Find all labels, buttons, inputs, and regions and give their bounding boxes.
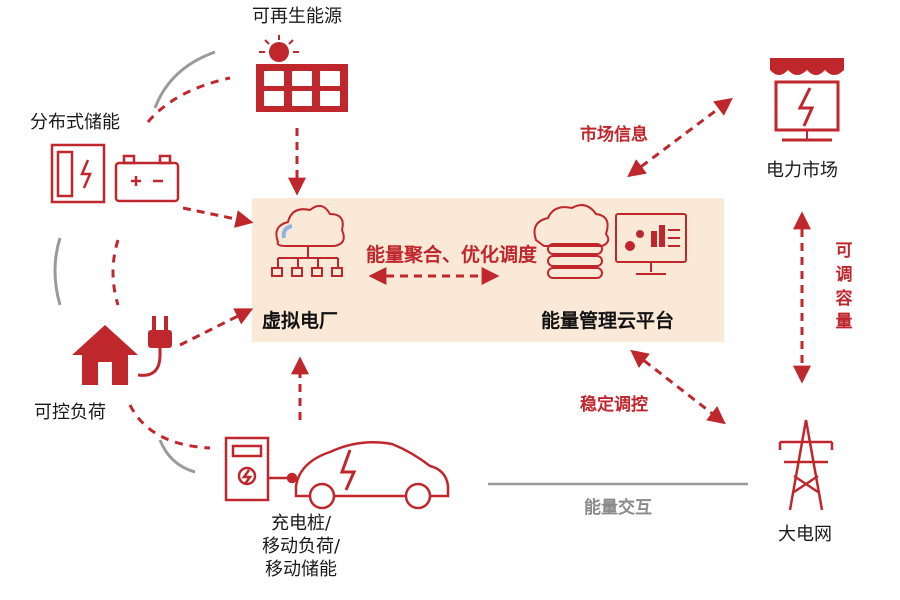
- capacity-char: 可: [835, 241, 853, 261]
- capacity-label: 可 调 容 量: [833, 240, 855, 335]
- market-icon: [770, 58, 844, 142]
- red-dashed-arcs: [111, 76, 231, 450]
- cloud-platform-icon: [533, 204, 687, 279]
- capacity-char: 调: [835, 264, 853, 285]
- charger-car-icon: [224, 436, 450, 510]
- arrow-cloud-grid: [630, 349, 726, 425]
- aggregation-label: 能量聚合、优化调度: [366, 244, 538, 266]
- gray-arcs: [53, 50, 216, 474]
- capacity-char: 容: [835, 288, 853, 309]
- interaction-label: 能量交互: [584, 498, 652, 518]
- vpp-label: 虚拟电厂: [262, 310, 339, 332]
- storage-icon: [50, 143, 180, 204]
- storage-label: 分布式储能: [30, 112, 120, 133]
- flow-arrows: [179, 97, 811, 425]
- arrow-cloud-market: [627, 97, 733, 178]
- arrow-load-to-vpp: [179, 308, 254, 347]
- market-info-label: 市场信息: [580, 125, 648, 145]
- ev-label-line: 充电桩/: [271, 513, 332, 534]
- grid-label: 大电网: [778, 524, 832, 545]
- house-plug-icon: [72, 316, 172, 385]
- market-label: 电力市场: [766, 160, 838, 181]
- ev-label-line: 移动负荷/: [262, 536, 341, 558]
- ev-label: 充电桩/ 移动负荷/ 移动储能: [262, 512, 340, 581]
- renewable-label: 可再生能源: [252, 6, 342, 27]
- solar-panel-icon: [256, 35, 348, 112]
- cloud-platform-label: 能量管理云平台: [541, 310, 675, 332]
- cloud-network-icon: [271, 204, 345, 277]
- stability-label: 稳定调控: [580, 395, 648, 415]
- load-label: 可控负荷: [34, 402, 106, 423]
- capacity-char: 量: [835, 312, 853, 333]
- ev-label-line: 移动储能: [265, 559, 338, 581]
- tower-icon: [778, 419, 834, 511]
- arrow-storage-to-vpp: [182, 206, 254, 228]
